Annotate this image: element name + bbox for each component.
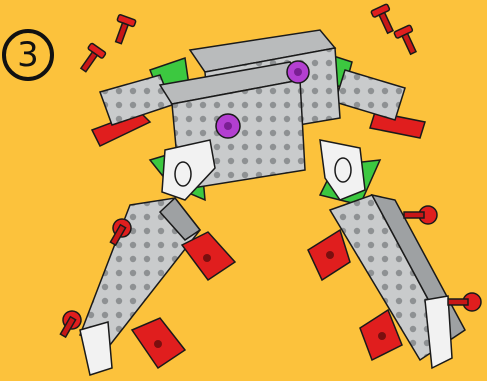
gray-beam-part [335,70,405,120]
white-bracket-part [80,322,112,375]
plate-hole [154,340,162,348]
plate-hole [326,251,334,259]
red-screw-icon [394,25,422,57]
plate-hole [378,332,386,340]
red-screw-icon [110,14,136,46]
white-bracket-part [425,296,452,368]
red-arm-part [370,112,425,138]
purple-nut-icon [216,114,240,138]
red-screw-icon [76,43,106,75]
red-screw-icon [371,4,399,36]
white-bracket-part [162,140,215,200]
plate-hole [203,254,211,262]
purple-nut-icon [287,61,309,83]
red-screw-icon [404,206,437,224]
gray-beam-part [100,75,172,125]
